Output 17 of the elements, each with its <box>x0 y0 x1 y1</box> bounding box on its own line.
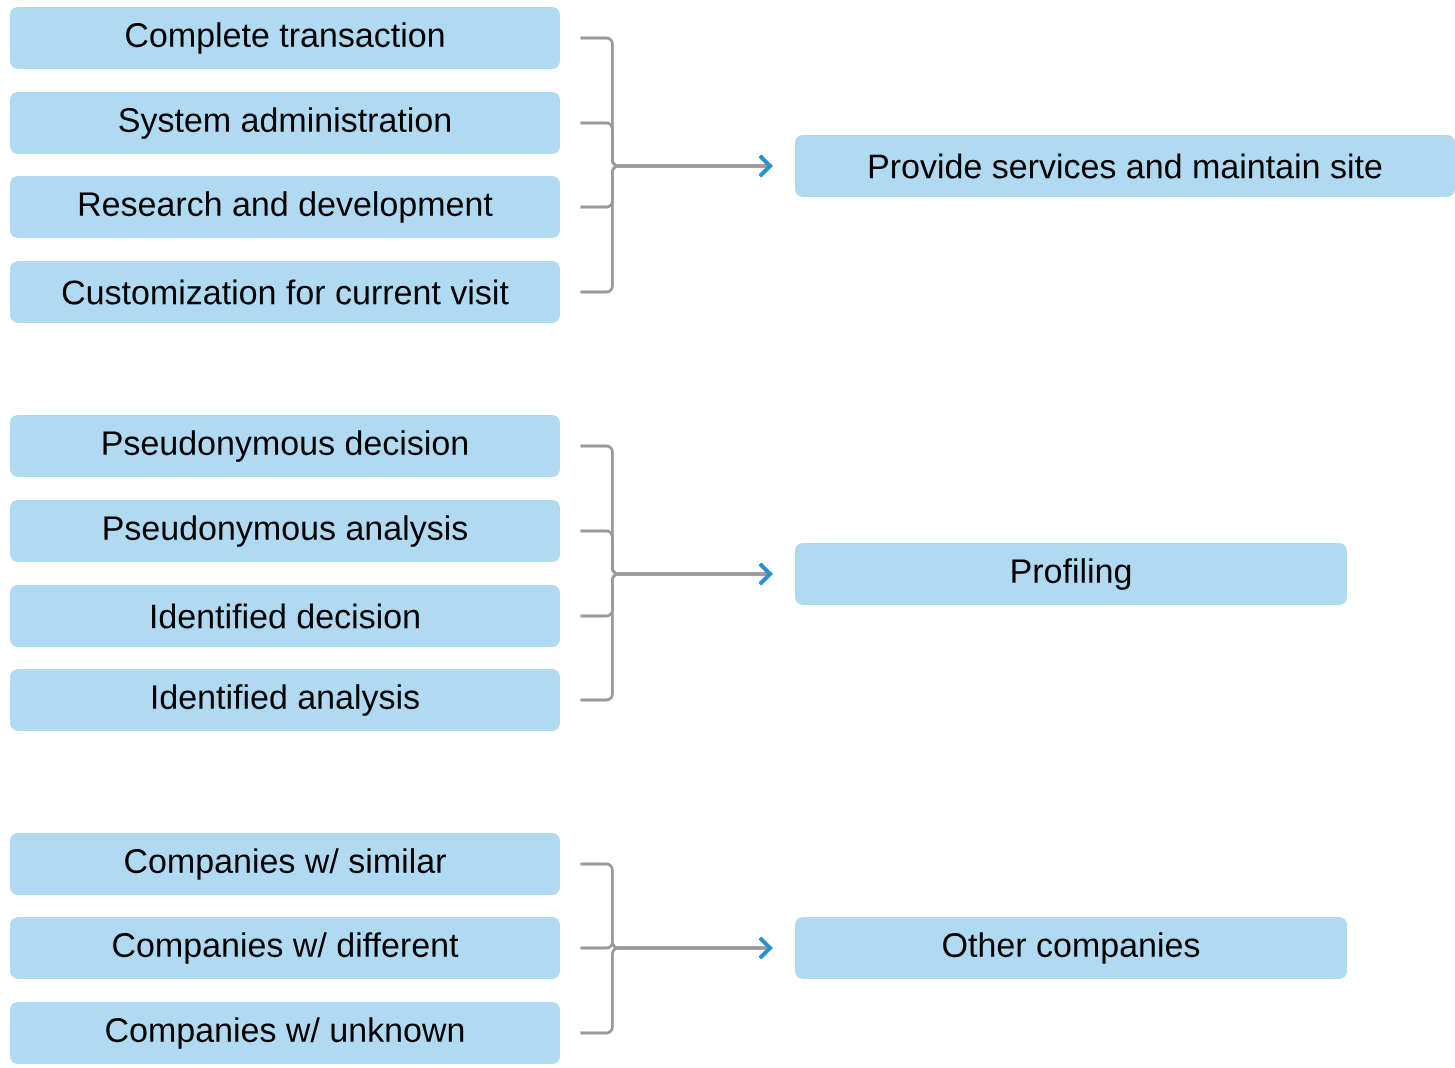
bracket-arrow <box>580 154 773 294</box>
process-box: Complete transaction <box>10 7 560 69</box>
process-box: Research and development <box>10 176 560 238</box>
process-box: Companies w/ unknown <box>10 1002 560 1064</box>
process-box: Pseudonymous analysis <box>10 500 560 562</box>
process-box: Profiling <box>795 543 1347 605</box>
bracket-arrow <box>580 936 773 1035</box>
process-box: Identified analysis <box>10 669 560 731</box>
process-box: Other companies <box>795 917 1347 979</box>
process-box: Pseudonymous decision <box>10 415 560 477</box>
process-box: System administration <box>10 92 560 154</box>
process-box: Companies w/ similar <box>10 833 560 895</box>
process-box: Customization for current visit <box>10 261 560 323</box>
process-box: Identified decision <box>10 585 560 647</box>
process-box: Companies w/ different <box>10 917 560 979</box>
bracket-arrow <box>580 562 773 702</box>
process-box: Provide services and maintain site <box>795 135 1455 197</box>
